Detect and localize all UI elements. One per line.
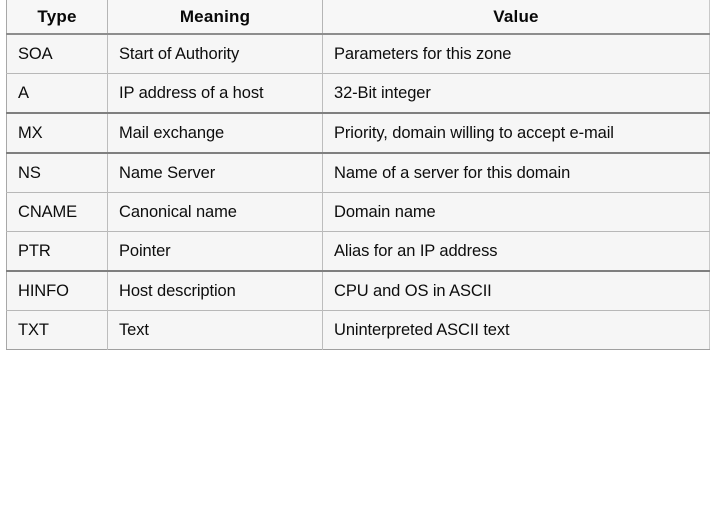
cell-meaning: Host description <box>107 270 323 311</box>
cell-meaning: Canonical name <box>107 192 323 232</box>
cell-value: Alias for an IP address <box>322 231 710 271</box>
cell-meaning: IP address of a host <box>107 73 323 113</box>
cell-type: NS <box>6 152 108 193</box>
column-header-meaning: Meaning <box>107 0 323 35</box>
cell-type: HINFO <box>6 270 108 311</box>
cell-type: A <box>6 73 108 113</box>
table-header-row: Type Meaning Value <box>6 0 710 35</box>
cell-value: Domain name <box>322 192 710 232</box>
cell-value: Uninterpreted ASCII text <box>322 310 710 350</box>
column-header-type: Type <box>6 0 108 35</box>
cell-meaning: Pointer <box>107 231 323 271</box>
cell-meaning: Name Server <box>107 152 323 193</box>
cell-value: Priority, domain willing to accept e-mai… <box>322 112 710 153</box>
column-header-value: Value <box>322 0 710 35</box>
cell-type: PTR <box>6 231 108 271</box>
cell-value: CPU and OS in ASCII <box>322 270 710 311</box>
cell-value: Parameters for this zone <box>322 34 710 74</box>
cell-meaning: Text <box>107 310 323 350</box>
cell-type: TXT <box>6 310 108 350</box>
cell-value: 32-Bit integer <box>322 73 710 113</box>
cell-type: SOA <box>6 34 108 74</box>
cell-value: Name of a server for this domain <box>322 152 710 193</box>
cell-meaning: Mail exchange <box>107 112 323 153</box>
cell-type: CNAME <box>6 192 108 232</box>
table-header: Type Meaning Value <box>6 0 710 35</box>
cell-type: MX <box>6 112 108 153</box>
cell-meaning: Start of Authority <box>107 34 323 74</box>
